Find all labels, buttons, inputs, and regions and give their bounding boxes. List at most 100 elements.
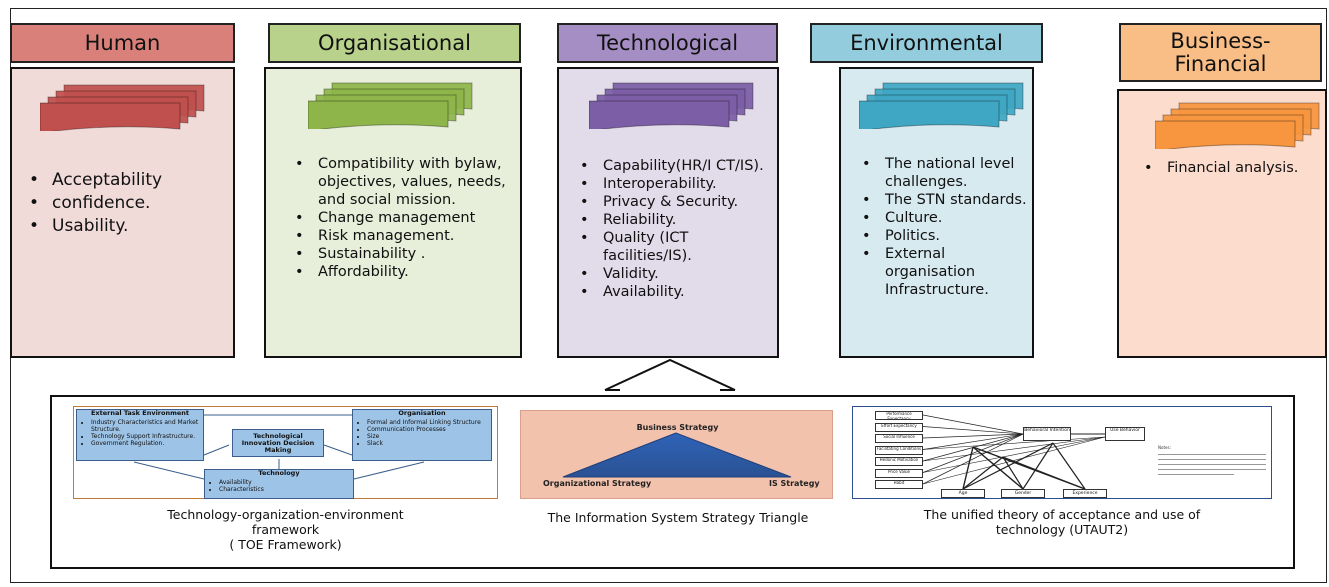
stacked-cards-icon xyxy=(308,82,473,129)
toe-decision-box: Technological Innovation Decision Making xyxy=(232,429,324,457)
list-item: Affordability. xyxy=(292,263,520,281)
list-item: Quality (ICT facilities/IS). xyxy=(577,229,777,265)
frameworks-panel xyxy=(50,395,1295,569)
header-technological-label: Technological xyxy=(596,30,739,55)
utaut-intention-box: Behavioral Intention xyxy=(1023,427,1071,441)
stacked-cards-icon xyxy=(589,82,754,129)
stack-card xyxy=(859,100,1000,129)
toe-caption: Technology-organization-environment fram… xyxy=(167,507,404,552)
toe-organisation-title: Organisation xyxy=(398,409,446,417)
toe-list-item: Size xyxy=(367,433,491,440)
header-organisational: Organisational xyxy=(268,23,521,63)
utaut-path xyxy=(922,436,1106,473)
connector-arrow xyxy=(604,358,736,391)
utaut-path xyxy=(922,436,1106,462)
utaut-construct-box: Performance Expectancy xyxy=(875,411,923,420)
toe-organisation-box: Organisation Formal and Informal Linking… xyxy=(352,409,492,461)
list-item: The national level challenges. xyxy=(859,155,1034,191)
header-environmental: Environmental xyxy=(810,23,1043,63)
utaut-behavior-box: Use Behavior xyxy=(1105,427,1145,441)
utaut-path xyxy=(922,414,1024,435)
utaut-path xyxy=(922,426,1024,435)
utaut-path xyxy=(922,436,1106,485)
utaut-construct-box: Effort Expectancy xyxy=(875,422,923,432)
utaut-path xyxy=(1002,456,1024,490)
toe-list-item: Formal and Informal Linking Structure xyxy=(367,419,491,426)
list-item: Reliability. xyxy=(577,211,777,229)
toe-list-item: Technology Support Infrastructure. xyxy=(91,433,203,440)
utaut-moderator-box: Experience xyxy=(1063,489,1107,498)
strategy-triangle-figure: Business Strategy Organizational Strateg… xyxy=(520,410,833,499)
utaut2-caption: The unified theory of acceptance and use… xyxy=(923,507,1201,537)
utaut-path xyxy=(922,433,1024,450)
list-item: External organisation Infrastructure. xyxy=(859,245,1034,299)
header-business-financial: Business-Financial xyxy=(1119,23,1322,82)
list-item: Capability(HR/I CT/IS). xyxy=(577,157,777,175)
utaut-path xyxy=(962,446,974,490)
box-business-financial: Financial analysis. xyxy=(1117,89,1327,358)
stack-card xyxy=(40,102,181,131)
toe-list-item: Communication Processes xyxy=(367,426,491,433)
box-human: Acceptabilityconfidence.Usability. xyxy=(10,67,235,358)
utaut-path xyxy=(922,436,1106,450)
list-item: Risk management. xyxy=(292,227,520,245)
list-item: Usability. xyxy=(26,215,231,238)
toe-external-title: External Task Environment xyxy=(90,409,190,417)
toe-list-item: Characteristics xyxy=(219,486,353,493)
stacked-cards-icon xyxy=(859,82,1024,129)
header-human: Human xyxy=(10,23,235,63)
utaut-path xyxy=(1002,456,1086,490)
utaut-construct-box: Hedonic Motivation xyxy=(875,457,923,466)
box-technological: Capability(HR/I CT/IS).Interoperability.… xyxy=(557,67,779,358)
header-human-label: Human xyxy=(84,30,161,55)
triangle-caption: The Information System Strategy Triangle xyxy=(547,510,809,525)
header-technological: Technological xyxy=(557,23,778,63)
list-item: Financial analysis. xyxy=(1141,159,1321,177)
strategy-triangle xyxy=(562,432,792,478)
list-item: Politics. xyxy=(859,227,1034,245)
utaut-construct-box: Facilitating Conditions xyxy=(875,445,923,455)
stacked-cards-icon xyxy=(1155,102,1320,149)
toe-list-item: Industry Characteristics and Market Stru… xyxy=(91,419,203,433)
toe-technology-box: Technology AvailabilityCharacteristics xyxy=(204,469,354,499)
utaut-moderator-box: Gender xyxy=(1001,489,1045,498)
box-organisational: Compatibility with bylaw, objectives, va… xyxy=(264,67,522,358)
list-item: Compatibility with bylaw, objectives, va… xyxy=(292,155,520,209)
utaut-path xyxy=(1052,442,1086,490)
utaut-construct-box: Habit xyxy=(875,480,923,489)
utaut-path xyxy=(922,433,1024,473)
utaut-moderator-box: Age xyxy=(941,489,985,498)
utaut-path xyxy=(922,433,1024,485)
stack-card xyxy=(1155,120,1296,149)
list-item: Culture. xyxy=(859,209,1034,227)
utaut-path xyxy=(1022,442,1054,490)
stack-card xyxy=(589,100,730,129)
triangle-right-label: IS Strategy xyxy=(769,479,820,488)
list-item: The STN standards. xyxy=(859,191,1034,209)
triangle-left-label: Organizational Strategy xyxy=(543,479,652,488)
list-item: Change management xyxy=(292,209,520,227)
box-environmental: The national level challenges.The STN st… xyxy=(839,67,1034,358)
toe-list-item: Government Regulation. xyxy=(91,440,203,447)
toe-list-item: Slack xyxy=(367,440,491,447)
utaut-path xyxy=(922,433,1024,439)
utaut-path xyxy=(972,446,1024,490)
list-item: confidence. xyxy=(26,192,231,215)
toe-arrows xyxy=(133,414,425,480)
list-item: Availability. xyxy=(577,283,777,301)
toe-technology-title: Technology xyxy=(258,469,300,477)
list-item: Validity. xyxy=(577,265,777,283)
toe-decision-label: Technological Innovation Decision Making xyxy=(241,431,315,454)
utaut2-lines xyxy=(922,414,1106,490)
list-item: Sustainability . xyxy=(292,245,520,263)
triangle-top-label: Business Strategy xyxy=(636,423,719,432)
toe-figure: External Task Environment Industry Chara… xyxy=(73,406,498,499)
list-item: Privacy & Security. xyxy=(577,193,777,211)
toe-external-box: External Task Environment Industry Chara… xyxy=(76,409,204,461)
header-organisational-label: Organisational xyxy=(318,30,471,55)
toe-list-item: Availability xyxy=(219,479,353,486)
stack-card xyxy=(308,100,449,129)
utaut-construct-box: Price Value xyxy=(875,468,923,478)
stacked-cards-icon xyxy=(40,84,205,131)
